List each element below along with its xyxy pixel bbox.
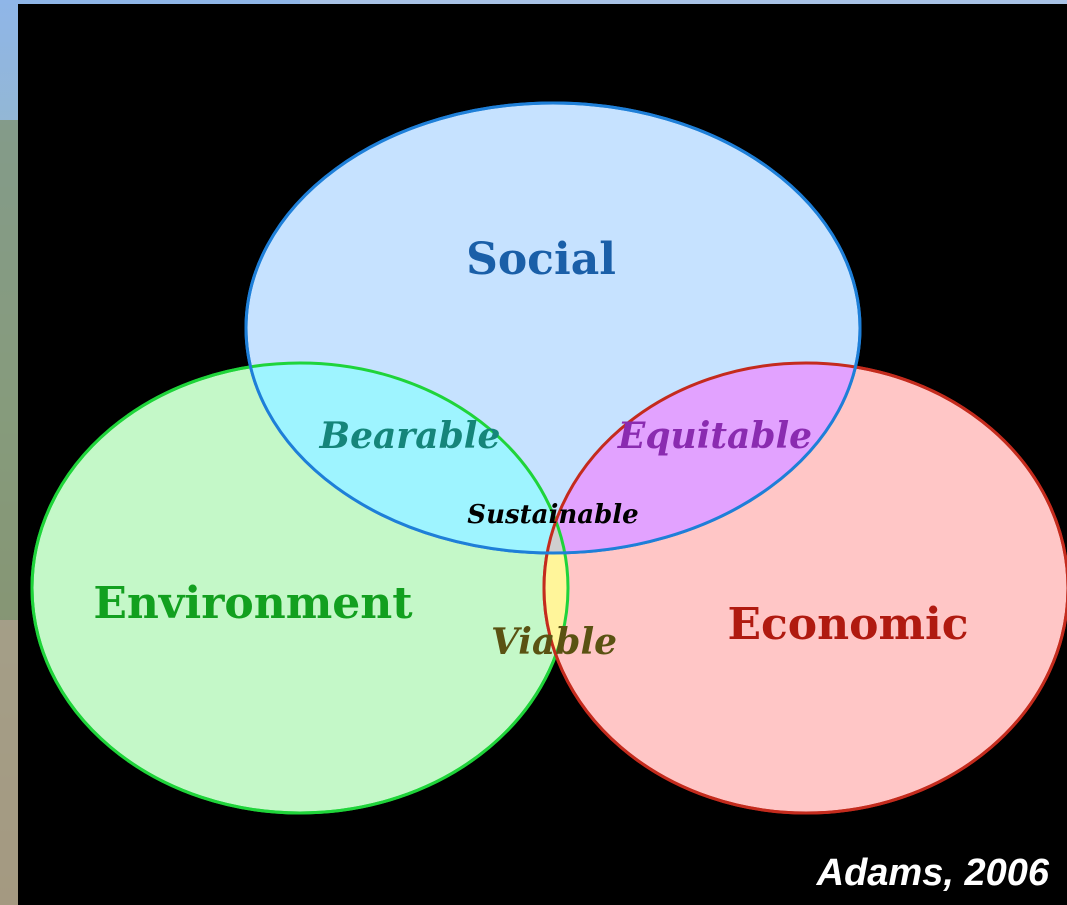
economic-outline: [542, 361, 1067, 815]
citation-text: Adams, 2006: [816, 852, 1049, 894]
economic-label: Economic: [727, 599, 968, 650]
environment-label: Environment: [93, 578, 413, 629]
social-label: Social: [466, 234, 616, 285]
social-outline: [244, 101, 862, 555]
environment-outline: [30, 361, 570, 815]
sustainable-label: Sustainable: [467, 500, 638, 530]
bearable-region: [246, 363, 568, 553]
bearable-label: Bearable: [319, 415, 501, 457]
equitable-label: Equitable: [617, 415, 812, 457]
equitable-region: [544, 363, 860, 553]
viable-label: Viable: [491, 621, 617, 663]
